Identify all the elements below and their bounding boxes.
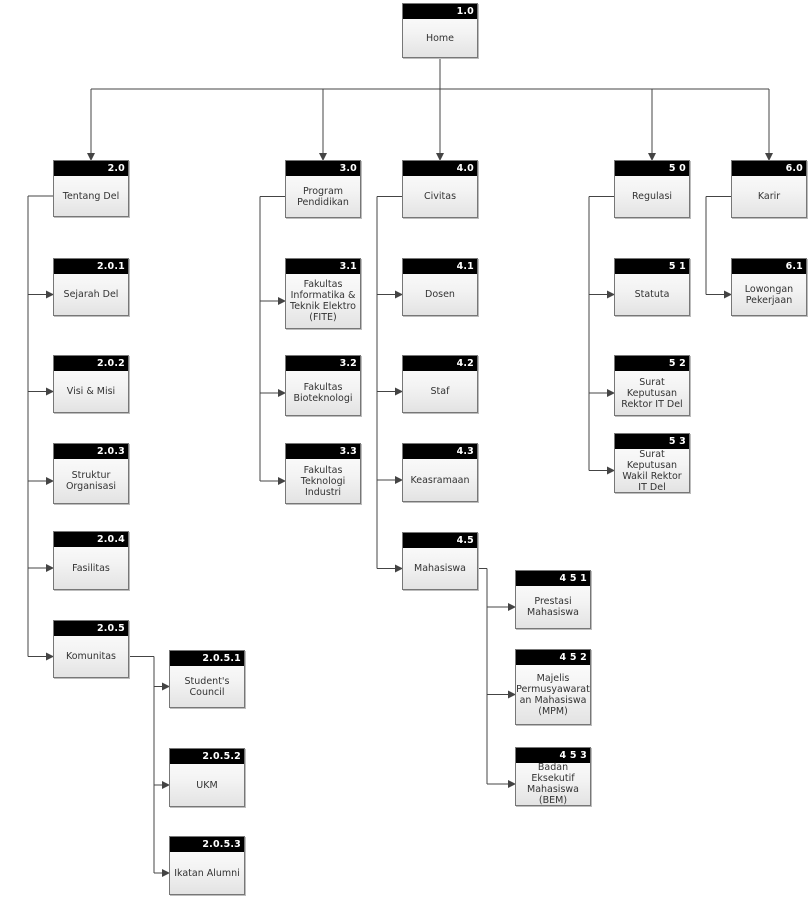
node-label: Fakultas Bioteknologi (293, 382, 353, 404)
node-label: Badan Eksekutif Mahasiswa (BEM) (527, 762, 579, 806)
node-label: Ikatan Alumni (174, 867, 240, 879)
node-label: Struktur Organisasi (65, 470, 117, 492)
node-number: 4.5 (403, 533, 477, 548)
node-label: Regulasi (631, 191, 673, 202)
node-number: 2.0.5.2 (170, 749, 244, 764)
node-label: Statuta (634, 289, 670, 300)
node-label: Keasramaan (410, 474, 470, 486)
node-label: Visi & Misi (66, 386, 116, 397)
node-number: 6.1 (732, 259, 806, 274)
node-number: 4.0 (403, 161, 477, 176)
node-number: 4 5 3 (516, 748, 590, 763)
node-number: 4 5 1 (516, 571, 590, 586)
node-mpm: 4 5 2 Majelis Permusyawarat an Mahasiswa … (515, 649, 591, 725)
node-label: Staf (430, 386, 450, 397)
node-label: Mahasiswa (414, 563, 466, 574)
node-label: UKM (196, 779, 218, 791)
node-prestasi: 4 5 1 Prestasi Mahasiswa (515, 570, 591, 629)
node-number: 2.0.3 (54, 444, 128, 459)
node-number: 1.0 (403, 4, 477, 19)
node-label: Karir (757, 191, 781, 202)
node-number: 5 1 (615, 259, 689, 274)
node-number: 4.2 (403, 356, 477, 371)
node-number: 5 2 (615, 356, 689, 371)
node-label: Dosen (425, 289, 455, 300)
node-number: 2.0.2 (54, 356, 128, 371)
node-number: 3.1 (286, 259, 360, 274)
node-label: Tentang Del (62, 190, 120, 202)
node-number: 6.0 (732, 161, 806, 176)
node-regulasi: 5 0 Regulasi (614, 160, 690, 218)
node-number: 2.0.4 (54, 532, 128, 547)
node-skrektor: 5 2 Surat Keputusan Rektor IT Del (614, 355, 690, 416)
node-label: Student's Council (184, 675, 230, 698)
node-number: 2.0.1 (54, 259, 128, 274)
node-number: 5 3 (615, 434, 689, 449)
node-label: Civitas (423, 191, 457, 202)
node-label: Surat Keputusan Wakil Rektor IT Del (622, 448, 682, 493)
node-label: Home (425, 32, 455, 44)
node-label: Fakultas Informatika & Teknik Elektro (F… (290, 279, 356, 323)
node-label: Fakultas Teknologi Industri (300, 464, 346, 498)
node-statuta: 5 1 Statuta (614, 258, 690, 316)
node-label: Majelis Permusyawarat an Mahasiswa (MPM) (516, 672, 590, 717)
node-label: Komunitas (65, 651, 116, 662)
node-label: Sejarah Del (63, 289, 119, 300)
node-number: 4.1 (403, 259, 477, 274)
node-label: Fasilitas (72, 562, 110, 574)
node-label: Lowongan Pekerjaan (744, 283, 794, 306)
node-number: 3.2 (286, 356, 360, 371)
node-label: Surat Keputusan Rektor IT Del (621, 376, 683, 410)
node-number: 2.0.5.1 (170, 651, 244, 666)
node-number: 4.3 (403, 444, 477, 459)
node-label: Prestasi Mahasiswa (527, 596, 579, 618)
node-number: 3.3 (286, 444, 360, 459)
node-number: 2.0.5.3 (170, 837, 244, 852)
node-number: 3.0 (286, 161, 360, 176)
node-number: 2.0.5 (54, 621, 128, 636)
node-label: Program Pendidikan (297, 185, 349, 208)
node-number: 4 5 2 (516, 650, 590, 665)
node-number: 2.0 (54, 161, 128, 176)
node-number: 5 0 (615, 161, 689, 176)
